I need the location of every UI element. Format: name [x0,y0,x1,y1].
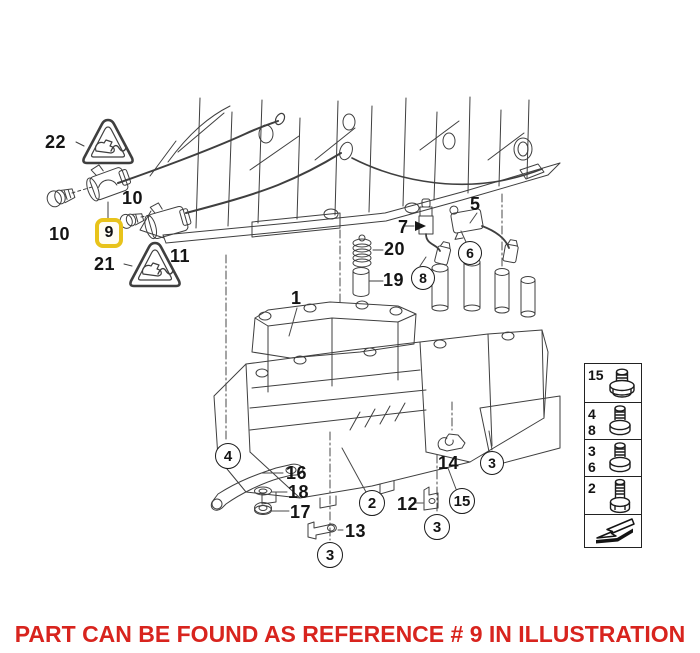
callout-18: 18 [288,482,310,502]
flanged-screw-icon [609,442,631,473]
hex-bolt-long-icon [609,478,631,513]
legend-row-2: 2 [585,476,641,514]
callout-16: 16 [286,463,308,483]
callout-17: 17 [290,502,312,522]
sleeve-19-art [352,267,370,297]
valve-body-art [213,257,561,509]
callout-13: 13 [345,521,367,541]
circled-callout-4: 4 [215,443,241,469]
washer-18-art [254,486,272,496]
leader-lines [225,193,503,541]
sensor-7-art [418,198,452,266]
lever-16-art [210,463,304,511]
circled-callout-3-under-13: 3 [317,542,343,568]
triangle-symbol-21 [129,241,181,288]
legend-num-6: 6 [588,459,596,475]
circled-callout-6: 6 [458,241,482,265]
legend-row-15: 15 [585,364,641,402]
callout-10-left: 10 [49,224,71,244]
installation-direction-arrow-icon [596,518,635,544]
circled-callout-3-right: 3 [480,451,504,475]
spring-20-art [352,234,372,268]
sensor-cables-art [117,112,543,214]
legend-num-3: 3 [588,443,596,459]
flanged-screw-short-icon [609,368,635,398]
callout-22: 22 [45,132,67,152]
circled-callout-8: 8 [411,266,435,290]
legend-row-4-8: 4 8 [585,402,641,439]
bolt-10-left-art [46,188,76,208]
nut-17-art [254,502,272,515]
legend-row-symbol [585,514,641,547]
callout-21: 21 [94,254,116,274]
speed-sensor-a-art [86,164,132,202]
engine-block-art [139,96,561,244]
callout-12: 12 [397,494,419,514]
callout-7: 7 [398,217,409,237]
flanged-screw-icon [609,405,631,436]
callout-5: 5 [470,194,481,214]
bolt-10-right-art [119,213,145,229]
legend-num-15: 15 [588,367,604,383]
callout-14: 14 [438,453,460,473]
highlighted-reference-9: 9 [95,218,123,248]
bracket-13-art [307,521,337,540]
legend-row-3-6: 3 6 [585,439,641,476]
callout-20: 20 [384,239,406,259]
circled-callout-3-under-12: 3 [424,514,450,540]
legend-num-8: 8 [588,422,596,438]
callout-11: 11 [170,246,191,266]
sensor-5-art [449,205,519,264]
fastener-legend: 15 4 8 [584,363,642,548]
arrow-7 [415,221,426,231]
speed-sensor-b-art [144,202,192,240]
callout-1: 1 [291,288,302,308]
bracket-12-art [423,486,439,511]
legend-num-2: 2 [588,480,596,496]
legend-num-4: 4 [588,406,596,422]
triangle-symbol-22 [82,118,134,165]
circled-callout-2: 2 [359,490,385,516]
caption-text: PART CAN BE FOUND AS REFERENCE # 9 IN IL… [14,621,686,647]
clip-14-art [437,433,466,452]
highlighted-reference-9-label: 9 [104,224,114,241]
circled-callout-15: 15 [449,488,475,514]
callout-10-right: 10 [122,188,144,208]
callout-19: 19 [383,270,405,290]
